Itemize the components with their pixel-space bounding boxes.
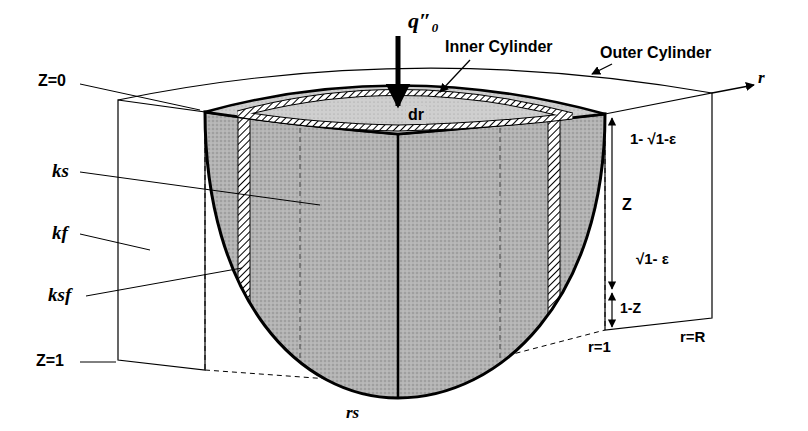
dimension-label: r=R [680, 328, 705, 345]
heat-flux-arrow [396, 36, 401, 106]
part-name: Inner Cylinder [445, 38, 553, 56]
front-edge [397, 134, 400, 398]
inner-silhouette [500, 128, 501, 400]
part-name: Outer Cylinder [600, 44, 711, 62]
r-axis [712, 85, 754, 93]
axis-label: r [758, 68, 765, 88]
top-face [205, 85, 605, 134]
dimension-label: r=1 [588, 338, 611, 355]
dimension-label: dr [406, 106, 426, 124]
shell-ring-outline [238, 92, 572, 128]
dimension-label: √1- ε [636, 250, 669, 267]
leader-line [80, 234, 150, 250]
dimension-label: Z [622, 196, 632, 214]
shell-bands [238, 112, 560, 412]
material-label: ksf [48, 284, 71, 306]
material-label: kf [52, 222, 68, 244]
outer-right-face [605, 93, 712, 330]
leader-line [80, 84, 200, 110]
inner-silhouette [300, 128, 301, 400]
dimension-label: 1-Z [620, 300, 641, 316]
dimension-arrow [611, 118, 612, 289]
leader-line [80, 362, 116, 363]
leader-line [592, 64, 612, 74]
outer-left-face [118, 100, 205, 370]
radius-label: rs [346, 403, 359, 423]
heat-flux-label: q″₀ [408, 8, 439, 33]
solid-sphere-segment [205, 112, 605, 398]
leader-line [86, 268, 242, 296]
leader-line [440, 60, 470, 92]
shell-band [548, 112, 560, 412]
shell-band [238, 112, 250, 412]
dimension-arrow [611, 293, 612, 327]
dimension-label: 1- √1-ε [630, 130, 676, 147]
solid-outline [205, 112, 605, 398]
leader-line [80, 172, 320, 205]
boundary-label: Z=1 [36, 352, 64, 370]
material-label: ks [52, 160, 69, 182]
shell-ring [238, 92, 572, 128]
boundary-label: Z=0 [38, 72, 66, 90]
